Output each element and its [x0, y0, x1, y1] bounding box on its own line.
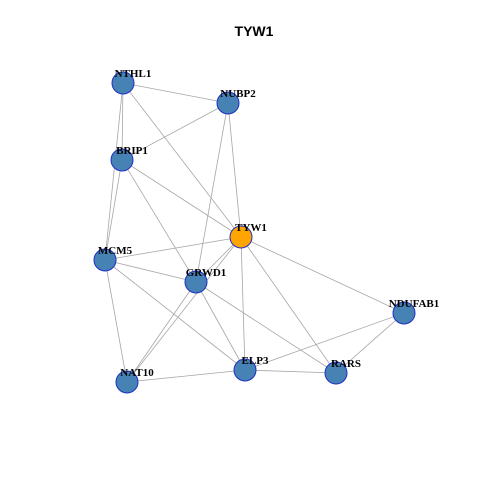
- edge-nthl1-nubp2: [122, 82, 229, 104]
- edge-mcm5-elp3: [104, 259, 246, 371]
- node-nat10[interactable]: [115, 370, 139, 394]
- node-ndufab1[interactable]: [392, 301, 416, 325]
- edge-nthl1-tyw1: [122, 82, 242, 238]
- edge-brip1-grwd1: [121, 159, 197, 283]
- edge-tyw1-ndufab1: [240, 236, 405, 314]
- edge-nubp2-brip1: [121, 102, 229, 161]
- node-label-tyw1: TYW1: [235, 222, 267, 234]
- edge-mcm5-grwd1: [104, 259, 197, 283]
- edge-nubp2-grwd1: [195, 102, 229, 283]
- edge-tyw1-rars: [240, 236, 337, 374]
- node-label-mcm5: MCM5: [98, 245, 133, 257]
- node-mcm5[interactable]: [93, 248, 117, 272]
- edge-ndufab1-elp3: [244, 312, 405, 371]
- node-label-elp3: ELP3: [242, 355, 269, 367]
- edge-tyw1-elp3: [240, 236, 246, 371]
- diagram-title: TYW1: [235, 23, 274, 39]
- edge-nthl1-mcm5: [104, 82, 124, 261]
- node-label-nthl1: NTHL1: [115, 68, 152, 80]
- node-nthl1[interactable]: [111, 71, 135, 95]
- node-label-brip1: BRIP1: [116, 145, 148, 157]
- node-layer: [93, 71, 416, 394]
- node-elp3[interactable]: [233, 358, 257, 382]
- edge-elp3-rars: [244, 369, 337, 374]
- node-label-ndufab1: NDUFAB1: [389, 298, 440, 310]
- edge-grwd1-nat10: [126, 281, 197, 383]
- node-rars[interactable]: [324, 361, 348, 385]
- edge-grwd1-elp3: [195, 281, 246, 371]
- edge-grwd1-rars: [195, 281, 337, 374]
- node-label-rars: RARS: [331, 358, 361, 370]
- node-label-nubp2: NUBP2: [220, 88, 256, 100]
- edge-elp3-nat10: [126, 369, 246, 383]
- node-tyw1[interactable]: [229, 225, 253, 249]
- node-label-grwd1: GRWD1: [186, 267, 227, 279]
- edge-nthl1-brip1: [121, 82, 124, 161]
- node-grwd1[interactable]: [184, 270, 208, 294]
- node-nubp2[interactable]: [216, 91, 240, 115]
- node-brip1[interactable]: [110, 148, 134, 172]
- edge-brip1-tyw1: [121, 159, 242, 238]
- edge-tyw1-mcm5: [104, 236, 242, 261]
- edge-tyw1-nat10: [126, 236, 242, 383]
- edge-ndufab1-rars: [335, 312, 405, 374]
- edge-brip1-mcm5: [104, 159, 123, 261]
- edge-nubp2-tyw1: [227, 102, 242, 238]
- node-label-nat10: NAT10: [120, 367, 154, 379]
- edge-mcm5-nat10: [104, 259, 128, 383]
